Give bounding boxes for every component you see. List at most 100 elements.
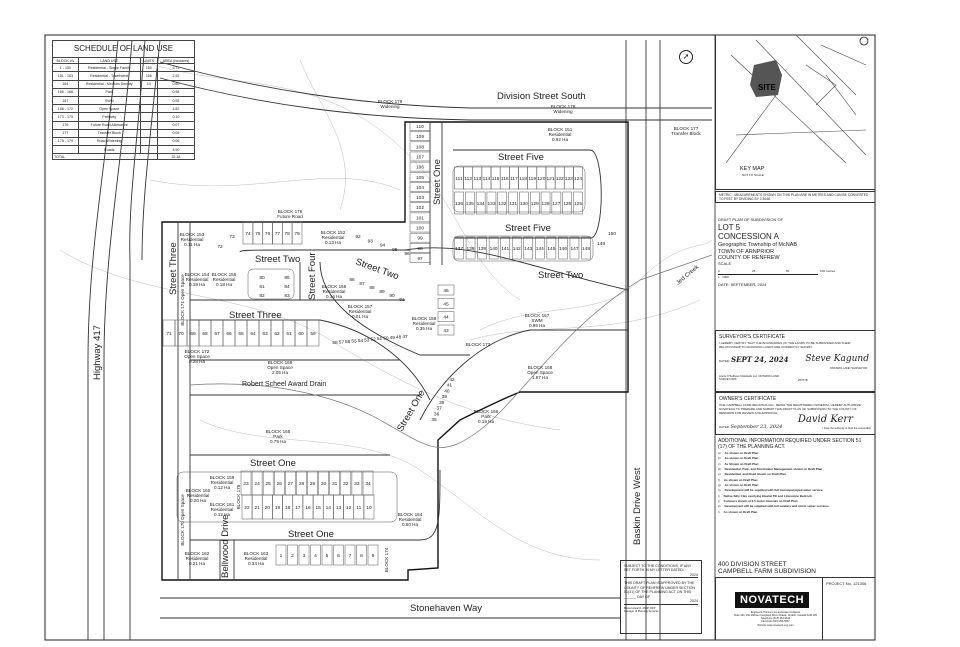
title-concession: CONCESSION A <box>718 232 779 242</box>
lot-outline <box>409 243 431 253</box>
street-two-label-diag: Street Two <box>354 256 400 282</box>
scale-label: SCALE <box>718 260 732 266</box>
lot-number: 18 <box>285 505 291 511</box>
lot-number: 13 <box>336 505 342 511</box>
lot-number: 107 <box>416 155 424 161</box>
lot-outline <box>465 191 475 215</box>
street-two-label-east: Street Two <box>538 270 583 281</box>
schedule-cell: 167 <box>52 95 79 106</box>
company-address: Suite 200, 240 Michael Cowpland Drive Ot… <box>733 614 818 618</box>
block-label-line: Future Road <box>277 214 303 219</box>
lot-number: 30 <box>321 481 327 487</box>
lot-number: 38 <box>439 400 445 406</box>
street-three-label-vertical: Street Three <box>168 242 179 295</box>
lot-number: 22 <box>244 505 250 511</box>
schedule-cell: 173 - 175 <box>52 112 79 122</box>
surveyor-job: 25377B <box>798 378 808 382</box>
block-label-line: Residential <box>413 321 436 326</box>
approval-signer-role: Manager of Planning Services <box>624 610 659 614</box>
lot-outline <box>351 470 363 496</box>
schedule-cell: 0.60 <box>156 79 196 89</box>
block-label-line: BLOCK 155 <box>212 272 237 277</box>
lot-outline <box>500 236 510 260</box>
block-label-line: BLOCK 168 <box>528 365 553 370</box>
block-label-line: Residential <box>211 507 234 512</box>
lot-number: 9 <box>372 553 375 559</box>
lot-number: 53 <box>364 337 370 343</box>
lot-outline <box>274 470 285 496</box>
block-label-line: 0.01 Ha <box>352 314 369 319</box>
lot-outline <box>340 470 352 496</box>
block-label-line: Residential <box>323 289 346 294</box>
block-label-line: Residential <box>211 480 234 485</box>
internal-streets <box>176 122 629 580</box>
schedule-cell <box>139 112 158 122</box>
owner-dated-label: DATED: <box>719 425 730 429</box>
lot-outline <box>362 470 374 496</box>
lot-number: 3 <box>303 553 306 559</box>
item-answer: As shown on Draft Plan <box>724 483 759 488</box>
schedule-title: SCHEDULE OF LAND USE <box>52 40 195 57</box>
lot-outline <box>344 544 356 566</box>
owner-text: ONE CAMPBELL FARM REGIONAL INC., BEING T… <box>719 403 861 415</box>
lot-outline <box>529 191 540 215</box>
scale-tick: 50 <box>786 268 790 273</box>
lot-outline <box>535 236 545 260</box>
scale-tick: 25 <box>752 268 756 273</box>
lot-number: 92 <box>355 234 361 240</box>
lot-outline <box>409 121 431 131</box>
lot-number: 109 <box>416 134 424 140</box>
schedule-cell: Residential - Medium Density <box>77 79 141 89</box>
lot-number: 73 <box>229 234 235 240</box>
block-label-line: 0.20 Ha <box>190 498 207 503</box>
lot-number: 64 <box>250 331 256 337</box>
approval-conditions: SUBJECT TO THE CONDITIONS, IF ANY SET FO… <box>624 564 692 573</box>
block-label-line: BLOCK 161 <box>210 502 235 507</box>
item-key: j) <box>718 499 720 504</box>
lot-number: 108 <box>416 144 424 150</box>
schedule-cell <box>139 136 158 147</box>
lot-number: 131 <box>509 201 517 207</box>
surveyor-date: SEPT 24, 2024 <box>731 354 789 364</box>
block-label-line: 0.12 Ha <box>214 512 231 517</box>
lot-number: 105 <box>416 175 424 181</box>
block-label-line: BLOCK 158 <box>412 316 437 321</box>
surveyor-firm: Annis O'Sullivan Vollebekk Ltd. ONTARIO … <box>719 374 780 382</box>
lot-number: 90 <box>389 293 395 299</box>
lot-outline <box>321 544 333 566</box>
lot-number: 54 <box>358 338 364 344</box>
lot-number: 14 <box>326 505 332 511</box>
project-title: 400 DIVISION STREET CAMPBELL FARM SUBDIV… <box>718 561 816 576</box>
lot-outline <box>409 202 431 212</box>
lot-number: 41 <box>447 383 453 389</box>
lot-number: 28 <box>299 481 305 487</box>
lot-number: 148 <box>582 246 590 252</box>
owner-certificate: OWNER'S CERTIFICATE ONE CAMPBELL FARM RE… <box>715 392 875 435</box>
item-answer: As shown on Draft Plan <box>723 509 758 514</box>
block-label-line: Residential <box>245 556 268 561</box>
lot-number: 32 <box>343 481 349 487</box>
lot-number: 137 <box>455 246 463 252</box>
stonehaven-way <box>160 597 620 619</box>
item-key: d) <box>718 467 721 472</box>
lot-number: 78 <box>285 231 291 237</box>
schedule-cell: Residential - Single Family <box>77 63 141 73</box>
lot-number: 95 <box>392 247 398 253</box>
lot-outline <box>409 222 431 233</box>
lot-number: 23 <box>243 481 249 487</box>
lot-outline <box>306 319 320 347</box>
lot-number: 26 <box>277 481 283 487</box>
approval-year: 2024 <box>624 573 698 579</box>
lot-number: 110 <box>416 124 424 130</box>
schedule-cell: 165 - 166 <box>52 87 79 97</box>
lot-outline <box>558 236 568 260</box>
